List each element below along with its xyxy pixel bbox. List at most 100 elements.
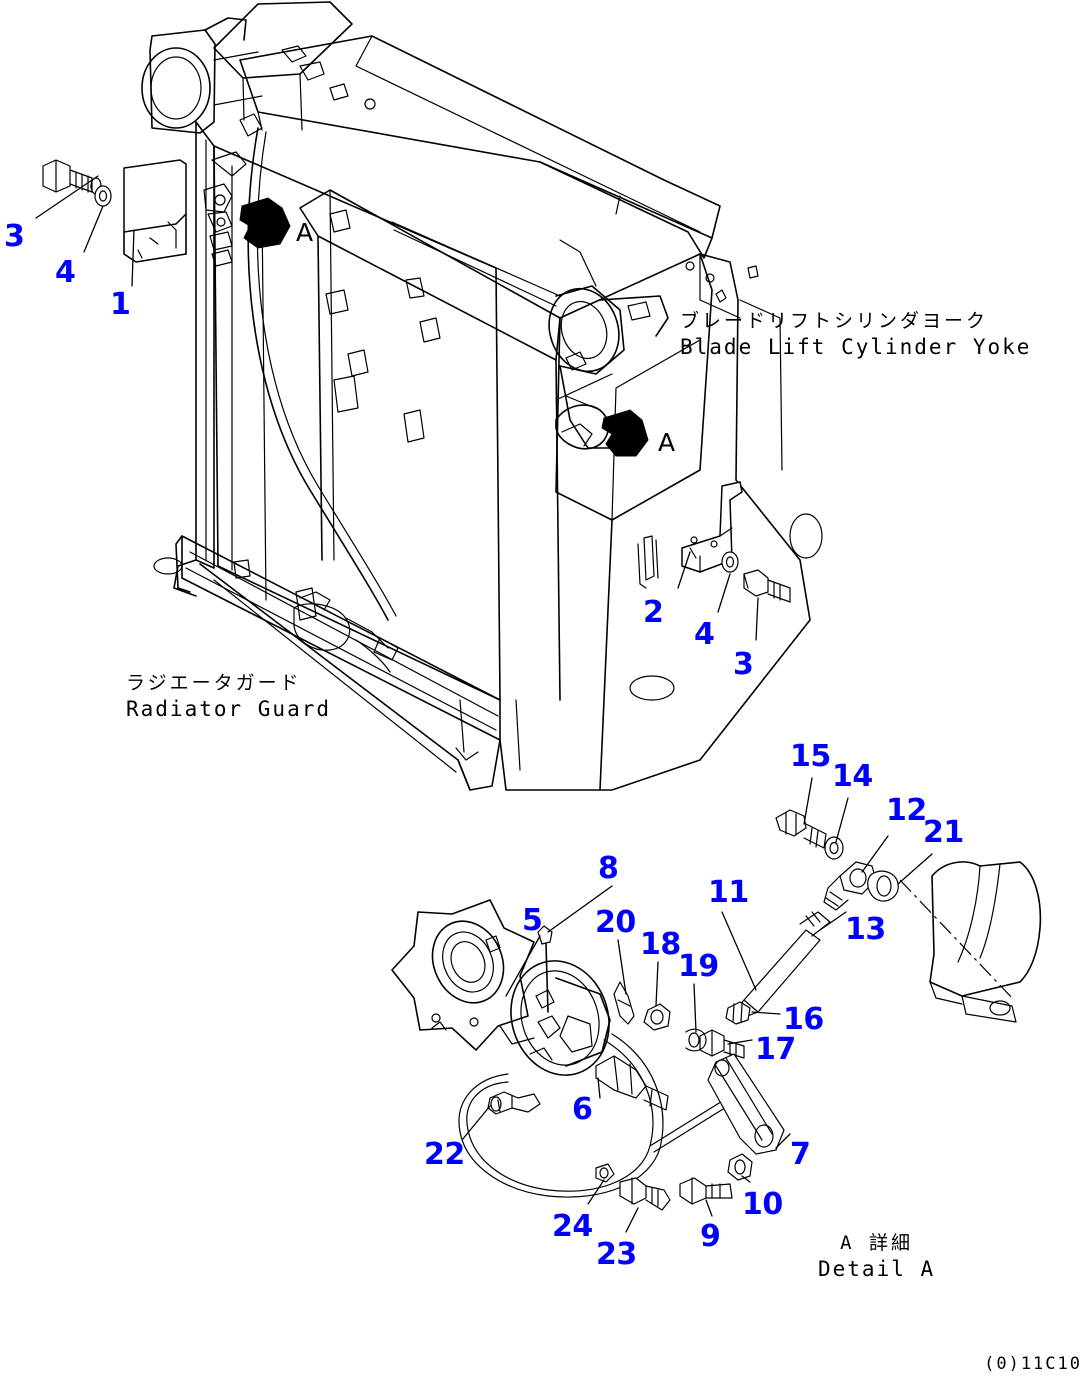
leader-12 — [861, 835, 889, 873]
section-a-upper-mark: A — [296, 218, 314, 247]
upper-cover-panel — [213, 1, 353, 79]
leader-4b — [717, 573, 731, 613]
radiator-guard-label-jp: ラジエータガード — [126, 672, 302, 694]
yoke-label-jp: ブレードリフトシリンダヨーク — [680, 310, 989, 332]
callout-4: 4 — [55, 255, 76, 290]
callout-20: 20 — [595, 905, 636, 940]
callout-10: 10 — [742, 1187, 783, 1222]
leader-11 — [721, 911, 757, 991]
part-23-bolt — [619, 1177, 671, 1211]
part-15-clevis — [775, 809, 827, 849]
section-a-lower-mark: A — [658, 428, 676, 457]
part-14-nut — [824, 836, 844, 860]
callout-23: 23 — [596, 1237, 637, 1272]
guard-right-side-plate — [599, 253, 811, 791]
leader-8 — [547, 885, 613, 933]
callout-9: 9 — [700, 1219, 721, 1254]
guard-latch-detail — [293, 591, 399, 673]
part-7-link-arm — [707, 1053, 785, 1155]
part-2-bracket — [637, 481, 743, 589]
detail-a-label-en: Detail A — [818, 1256, 936, 1281]
leader-15 — [803, 777, 813, 825]
detail-a-label-jp: A 詳細 — [840, 1232, 914, 1254]
upper-left-boss — [141, 17, 263, 134]
detail-a-cable — [458, 1033, 745, 1198]
leader-21 — [897, 853, 933, 885]
part-8-pin — [537, 925, 553, 1013]
callout-12: 12 — [886, 793, 927, 828]
section-arrow-upper — [239, 197, 291, 249]
detail-a-hub-plate — [391, 899, 535, 1051]
detail-a-label: A 詳細 Detail A — [818, 1232, 935, 1282]
part-24-clip — [595, 1163, 615, 1183]
callout-5: 5 — [522, 903, 543, 938]
part-22-clamp — [487, 1091, 541, 1115]
leader-22 — [461, 1105, 491, 1141]
part-21-bushing — [867, 870, 899, 902]
radiator-guard-label: ラジエータガード Radiator Guard — [126, 672, 331, 722]
part-16-washer — [725, 1001, 751, 1025]
yoke-label-en: Blade Lift Cylinder Yoke — [680, 334, 1032, 359]
part-3-bolt — [42, 159, 102, 195]
callout-8: 8 — [598, 851, 619, 886]
callout-11: 11 — [708, 875, 749, 910]
callout-17: 17 — [755, 1032, 796, 1067]
callout-3: 3 — [4, 219, 25, 254]
part-4-washer-right — [721, 551, 739, 573]
part-17-bolt — [699, 1029, 745, 1059]
leader-6 — [597, 1077, 601, 1099]
part-3-bolt-right — [743, 569, 791, 603]
detail-a-frame-bracket — [899, 861, 1042, 1023]
callout-22: 22 — [424, 1137, 465, 1172]
leader-17 — [727, 1039, 753, 1045]
callout-24: 24 — [552, 1209, 593, 1244]
callout-4b: 4 — [694, 617, 715, 652]
leader-10 — [741, 1175, 751, 1183]
part-12-13-rod-end — [823, 861, 877, 911]
leader-4 — [83, 205, 104, 253]
part-18-nut — [643, 1003, 671, 1031]
leader-16 — [751, 1011, 781, 1015]
callout-19: 19 — [678, 949, 719, 984]
callout-21: 21 — [923, 815, 964, 850]
guard-rear-panel — [555, 253, 713, 521]
leader-7 — [775, 1133, 791, 1149]
leader-19 — [693, 983, 697, 1033]
leader-9 — [705, 1199, 713, 1217]
part-19-clip — [685, 1028, 707, 1052]
blade-lift-cylinder-yoke-part — [548, 285, 669, 450]
leader-3b — [755, 597, 759, 641]
callout-15: 15 — [790, 739, 831, 774]
leader-13 — [819, 911, 847, 931]
callout-16: 16 — [783, 1002, 824, 1037]
callout-2: 2 — [643, 595, 664, 630]
part-10-washer — [727, 1153, 753, 1181]
leader-24 — [587, 1179, 605, 1205]
part-20-rod — [613, 981, 635, 1025]
leader-2 — [677, 551, 691, 589]
callout-13: 13 — [845, 912, 886, 947]
part-1-bracket — [123, 159, 187, 263]
frame-top-beam — [239, 35, 721, 239]
callout-14: 14 — [832, 759, 873, 794]
part-9-bolt — [679, 1177, 733, 1205]
radiator-guard-assembly — [141, 1, 823, 791]
leader-14 — [835, 797, 849, 843]
callout-6: 6 — [572, 1092, 593, 1127]
leader-3 — [35, 175, 99, 219]
callout-1: 1 — [110, 287, 131, 322]
callout-7: 7 — [790, 1137, 811, 1172]
leader-20 — [617, 939, 627, 995]
radiator-guard-label-en: Radiator Guard — [126, 696, 332, 721]
section-arrow-lower — [601, 409, 649, 457]
part-5-drum — [510, 960, 611, 1076]
leader-18 — [655, 961, 659, 1007]
guard-left-post — [195, 121, 215, 569]
callout-3b: 3 — [733, 647, 754, 682]
part-4-washer — [94, 185, 112, 207]
leader-23 — [625, 1207, 639, 1233]
leader-5 — [505, 935, 541, 997]
figure-code: (0)11C10 — [984, 1354, 1082, 1374]
